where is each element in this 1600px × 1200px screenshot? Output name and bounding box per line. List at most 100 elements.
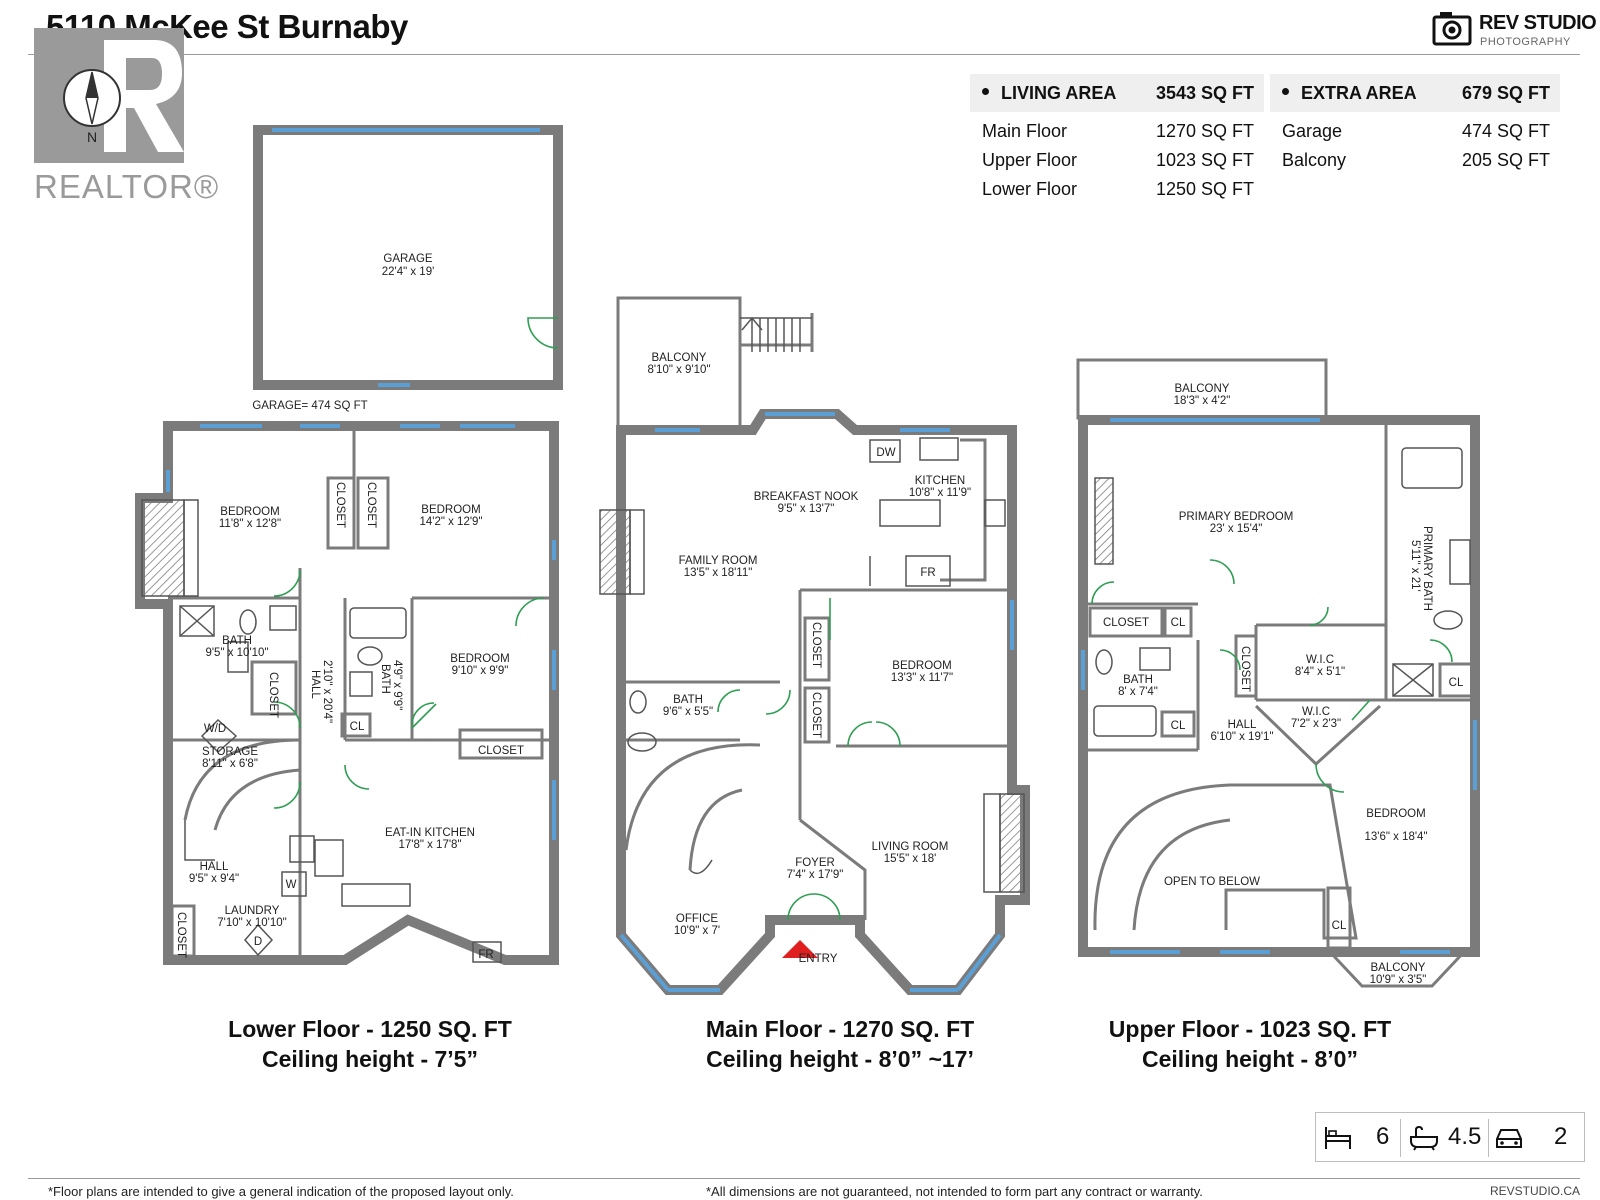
lower-bedroom1-dims: 11'8" x 12'8": [219, 518, 281, 530]
cl-label: CL: [1171, 720, 1186, 732]
breakfast-nook-dims: 9'5" x 13'7": [778, 503, 835, 515]
lower-bedroom2-label: BEDROOM: [421, 504, 480, 516]
upper-floor-plan: BALCONY 18'3" x 4'2" PRIMARY BEDROOM 23'…: [1076, 358, 1480, 988]
cl-label: CL: [1332, 920, 1347, 932]
dishwasher-label: DW: [876, 447, 895, 459]
lower-bath2-dims: 4'9" x 9'9": [391, 660, 403, 710]
living-room-dims: 15'5" x 18': [884, 853, 937, 865]
kitchen-label: KITCHEN: [915, 475, 965, 487]
bedrooms-count: 6: [1376, 1123, 1390, 1150]
lower-bedroom3-label: BEDROOM: [450, 653, 509, 665]
property-summary: 6 4.5 2: [1315, 1112, 1585, 1162]
foyer-label: FOYER: [795, 857, 835, 869]
lower-laundry-label: LAUNDRY: [225, 905, 280, 917]
closet-label: CLOSET: [1103, 617, 1149, 629]
lower-bath2-label: BATH: [379, 664, 391, 694]
bathrooms-count: 4.5: [1448, 1123, 1482, 1150]
main-balcony-dims: 8'10" x 9'10": [647, 364, 710, 376]
area-row-value: 1250 SQ FT: [1155, 179, 1254, 199]
bullet-icon: [1282, 88, 1289, 96]
upper-balcony2-label: BALCONY: [1371, 962, 1426, 974]
cl-label: CL: [350, 721, 365, 733]
brand-logo: REV STUDIO PHOTOGRAPHY: [1432, 8, 1600, 52]
lower-bedroom2-dims: 14'2" x 12'9": [419, 516, 482, 528]
main-bedroom-label: BEDROOM: [892, 660, 951, 672]
washer-label: W: [286, 879, 297, 891]
main-bath-dims: 9'6" x 5'5": [663, 706, 713, 718]
lower-floor-caption: Lower Floor - 1250 SQ. FT Ceiling height…: [170, 1014, 570, 1074]
closet-label: CLOSET: [334, 482, 346, 528]
office-label: OFFICE: [676, 913, 718, 925]
brand-subtitle: PHOTOGRAPHY: [1480, 36, 1571, 48]
garage-plan: GARAGE 22'4" x 19': [253, 125, 563, 390]
extra-area-total: 679 SQ FT: [1461, 82, 1550, 103]
lower-kitchen-label: EAT-IN KITCHEN: [385, 827, 475, 839]
family-room-dims: 13'5" x 18'11": [684, 567, 753, 579]
lower-kitchen-dims: 17'8" x 17'8": [398, 839, 461, 851]
garage-dims: 22'4" x 19': [382, 266, 435, 278]
closet-label: CLOSET: [267, 672, 279, 718]
upper-bath-label: BATH: [1123, 674, 1153, 686]
fridge-label: FR: [478, 949, 493, 961]
lower-storage-dims: 8'11" x 6'8": [202, 758, 258, 770]
main-floor-title: Main Floor - 1270 SQ. FT: [705, 1016, 975, 1042]
lower-floor-plan: BEDROOM 11'8" x 12'8" BEDROOM 14'2" x 12…: [135, 421, 559, 965]
living-area-total: 3543 SQ FT: [1155, 82, 1254, 103]
realtor-wordmark: REALTOR®: [34, 168, 220, 205]
lower-bedroom3-dims: 9'10" x 9'9": [452, 665, 509, 677]
family-room-label: FAMILY ROOM: [679, 555, 758, 567]
extra-area-title: EXTRA AREA: [1301, 82, 1417, 103]
car-icon: [1496, 1129, 1522, 1148]
primary-bath-dims: 5'11" x 21': [1409, 540, 1421, 592]
parking-count: 2: [1554, 1123, 1568, 1150]
primary-bedroom-dims: 23' x 15'4": [1210, 523, 1263, 535]
closet-label: CLOSET: [478, 745, 524, 757]
upper-bedroom-dims: 13'6" x 18'4": [1364, 831, 1427, 843]
area-row-value: 205 SQ FT: [1461, 150, 1550, 170]
office-dims: 10'9" x 7': [674, 925, 720, 937]
bath-icon: [1410, 1125, 1438, 1151]
main-bath-label: BATH: [673, 694, 703, 706]
fridge-label: FR: [920, 567, 935, 579]
garage-label: GARAGE: [383, 253, 433, 265]
closet-label: CLOSET: [365, 482, 377, 528]
layout-disclaimer: *Floor plans are intended to give a gene…: [48, 1184, 514, 1199]
garage-total-label: GARAGE= 474 SQ FT: [252, 400, 367, 412]
dryer-label: D: [254, 936, 262, 948]
upper-bedroom-label: BEDROOM: [1366, 808, 1425, 820]
bullet-icon: [982, 88, 989, 96]
brand-name: REV STUDIO: [1479, 12, 1597, 34]
lower-hall1-dims: 2'10" x 20'4": [321, 660, 333, 723]
lower-bath1-dims: 9'5" x 10'10": [205, 647, 268, 659]
primary-bath-label: PRIMARY BATH: [1421, 526, 1433, 611]
foyer-dims: 7'4" x 17'9": [787, 869, 844, 881]
area-row-name: Balcony: [1282, 150, 1347, 170]
lower-laundry-dims: 7'10" x 10'10": [217, 917, 286, 929]
lower-floor-title: Lower Floor - 1250 SQ. FT: [228, 1016, 512, 1042]
area-row-name: Main Floor: [982, 121, 1068, 141]
living-area-title: LIVING AREA: [1001, 82, 1117, 103]
closet-label: CLOSET: [175, 912, 187, 958]
upper-wic1-dims: 8'4" x 5'1": [1295, 666, 1345, 678]
main-floor-ceiling: Ceiling height - 8’0” ~17’: [706, 1046, 974, 1072]
cl-label: CL: [1449, 677, 1464, 689]
footer-divider: [28, 1178, 1580, 1179]
cl-label: CL: [1171, 617, 1186, 629]
upper-balcony2-dims: 10'9" x 3'5": [1370, 974, 1427, 986]
upper-balcony1-label: BALCONY: [1175, 383, 1230, 395]
lower-hall2-label: HALL: [200, 861, 229, 873]
kitchen-dims: 10'8" x 11'9": [909, 487, 971, 499]
lower-bath1-label: BATH: [222, 635, 252, 647]
lower-floor-ceiling: Ceiling height - 7’5”: [262, 1046, 478, 1072]
main-floor-plan: BALCONY 8'10" x 9'10" BREAKFAST NOOK 9'5…: [599, 296, 1030, 995]
upper-floor-title: Upper Floor - 1023 SQ. FT: [1108, 1016, 1392, 1042]
living-room-label: LIVING ROOM: [872, 841, 949, 853]
bed-icon: [1325, 1127, 1351, 1149]
header-divider: [28, 54, 1580, 55]
